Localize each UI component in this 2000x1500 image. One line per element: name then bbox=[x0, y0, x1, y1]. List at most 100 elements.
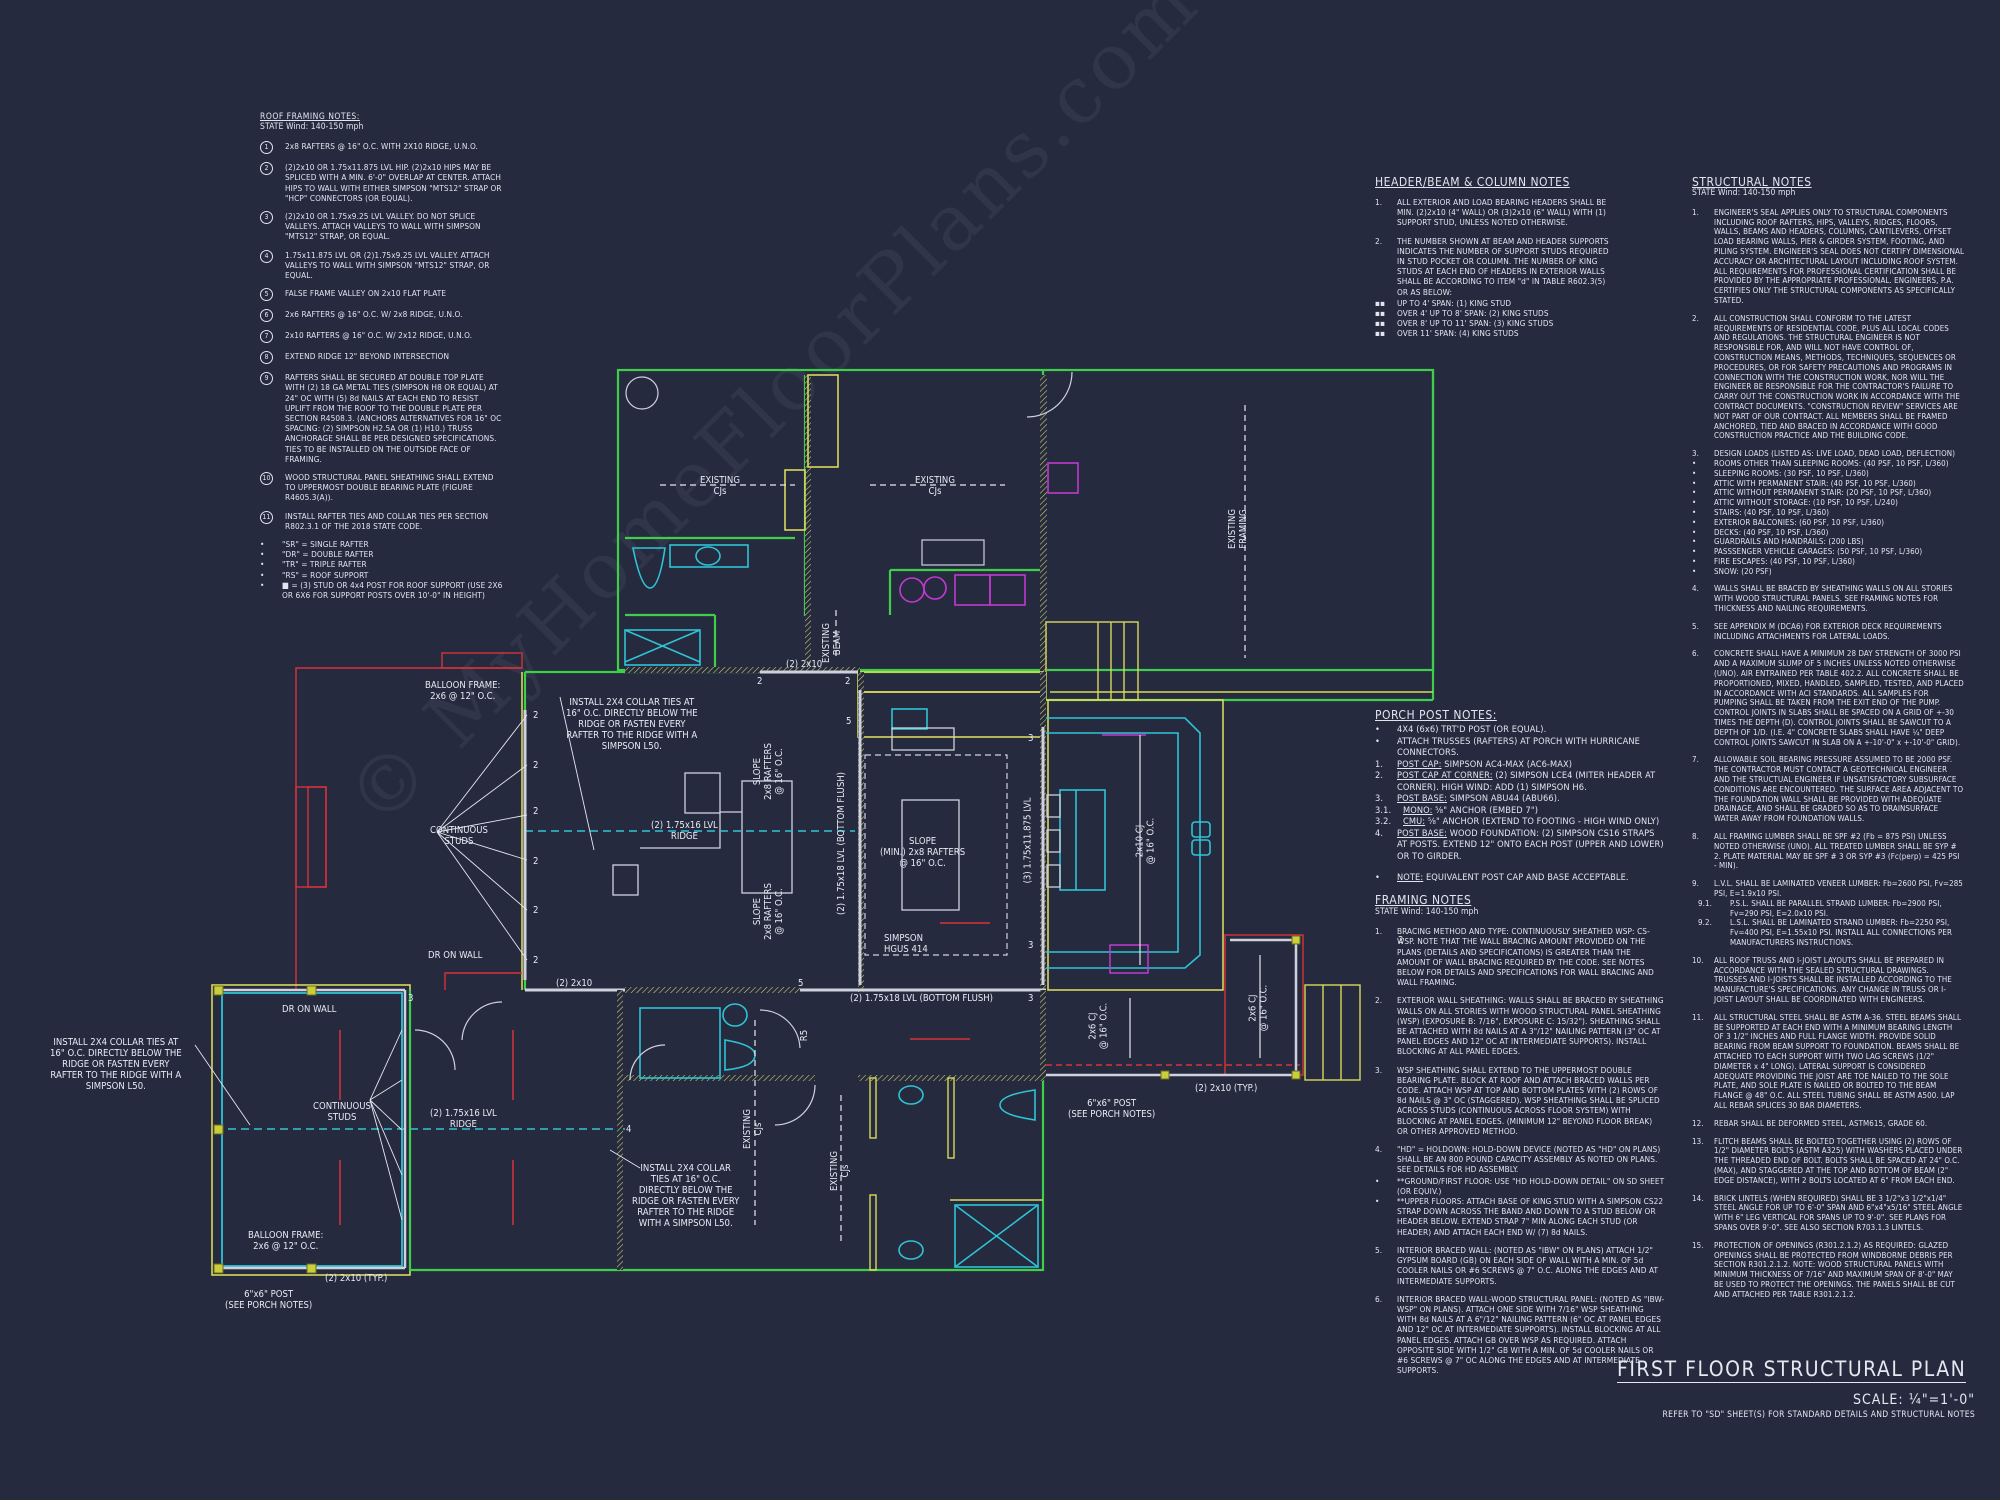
structural-note-5: SEE APPENDIX M (DCA6) FOR EXTERIOR DECK … bbox=[1714, 621, 1942, 641]
structural-note-9: L.V.L. SHALL BE LAMINATED VENEER LUMBER:… bbox=[1714, 879, 1963, 898]
label-r5: R5 bbox=[799, 1029, 811, 1042]
note-number: 12. bbox=[1692, 1118, 1704, 1128]
note-number: 5. bbox=[1692, 621, 1699, 631]
roof-note-3: (2)2x10 OR 1.75x9.25 LVL VALLEY. DO NOT … bbox=[285, 211, 481, 242]
porch-text: WOOD FOUNDATION: (2) SIMPSON CS16 STRAPS… bbox=[1397, 827, 1664, 862]
framing-note-5: INTERIOR BRACED WALL: (NOTED AS "IBW" ON… bbox=[1397, 1244, 1659, 1286]
porch-label: POST CAP AT CORNER: bbox=[1397, 770, 1493, 781]
porch-bullet: ATTACH TRUSSES (RAFTERS) AT PORCH WITH H… bbox=[1397, 735, 1640, 759]
design-load: SNOW: (20 PSF) bbox=[1714, 566, 1772, 576]
label-balloon-frame-lower: BALLOON FRAME: 2x6 @ 12" O.C. bbox=[248, 1230, 324, 1252]
note-number: 7 bbox=[260, 330, 273, 344]
header-beam-notes: HEADER/BEAM & COLUMN NOTES 1.ALL EXTERIO… bbox=[1375, 175, 1609, 339]
roof-note-5: FALSE FRAME VALLEY ON 2x10 FLAT PLATE bbox=[285, 288, 447, 299]
note-number: 1. bbox=[1375, 926, 1383, 937]
stud-count: 5 bbox=[846, 716, 852, 727]
design-load: PASSSENGER VEHICLE GARAGES: (50 PSF, 10 … bbox=[1714, 547, 1923, 557]
stud-count: 4 bbox=[626, 1124, 632, 1135]
stud-count: 2 bbox=[533, 806, 539, 817]
label-lvl-3-11875: (3) 1.75x11.875 LVL bbox=[1022, 797, 1034, 884]
framing-note-3: WSP SHEATHING SHALL EXTEND TO THE UPPERM… bbox=[1397, 1064, 1660, 1136]
roof-note-7: 2x10 RAFTERS @ 16" O.C. W/ 2x12 RIDGE, U… bbox=[285, 330, 473, 341]
porch-text: SIMPSON ABU44 (ABU66). bbox=[1447, 793, 1560, 804]
framing-bullet: **UPPER FLOORS: ATTACH BASE OF KING STUD… bbox=[1397, 1196, 1664, 1237]
note-number: 9.2. bbox=[1698, 918, 1712, 928]
label-cj-2x6-right: 2x6 CJ @ 16" O.C. bbox=[1247, 984, 1270, 1032]
roof-note-6: 2x6 RAFTERS @ 16" O.C. W/ 2x8 RIDGE, U.N… bbox=[285, 309, 463, 320]
stud-count: 2 bbox=[533, 955, 539, 966]
label-header-2x10-top: (2) 2x10 bbox=[786, 659, 823, 670]
label-existing-beam: EXISTING BEAM bbox=[820, 623, 843, 663]
label-header-2x10-mid: (2) 2x10 bbox=[556, 978, 593, 989]
label-dr-on-wall-lower: DR ON WALL bbox=[282, 1004, 337, 1015]
framing-note-1: BRACING METHOD AND TYPE: CONTINUOUSLY SH… bbox=[1397, 926, 1654, 988]
note-number: 9 bbox=[260, 372, 273, 386]
stud-count: 3 bbox=[1028, 733, 1034, 744]
note-number: 8 bbox=[260, 351, 273, 365]
span-row: OVER 11' SPAN: (4) KING STUDS bbox=[1397, 328, 1519, 339]
note-number: 11. bbox=[1692, 1012, 1704, 1022]
stud-count: 2 bbox=[845, 676, 851, 687]
label-collar-ties-narrow: INSTALL 2X4 COLLAR TIES AT 16" O.C. DIRE… bbox=[632, 1163, 740, 1229]
framing-notes-subtitle: STATE Wind: 140-150 mph bbox=[1375, 907, 1479, 917]
stud-count: 2 bbox=[533, 710, 539, 721]
design-load: FIRE ESCAPES: (40 PSF, 10 PSF, L/360) bbox=[1714, 556, 1856, 566]
roof-note-2: (2)2x10 OR 1.75x11.875 LVL HIP. (2)2x10 … bbox=[285, 162, 502, 203]
roof-note-8: EXTEND RIDGE 12" BEYOND INTERSECTION bbox=[285, 351, 450, 362]
label-simpson-hgus: SIMPSON HGUS 414 bbox=[884, 933, 928, 955]
roof-note-11: INSTALL RAFTER TIES AND COLLAR TIES PER … bbox=[285, 510, 489, 531]
structural-note-14: BRICK LINTELS (WHEN REQUIRED) SHALL BE 3… bbox=[1714, 1193, 1963, 1232]
porch-notes-title: PORCH POST NOTES: bbox=[1375, 708, 1497, 722]
porch-text: SIMPSON AC4-MAX (AC6-MAX) bbox=[1441, 758, 1573, 770]
framing-note-4: "HD" = HOLDOWN: HOLD-DOWN DEVICE (NOTED … bbox=[1397, 1144, 1661, 1175]
label-slope-rafters-2: SLOPE 2x8 RAFTERS @ 16" O.C. bbox=[751, 883, 785, 940]
structural-note-9-2: L.S.L. SHALL BE LAMINATED STRAND LUMBER:… bbox=[1730, 918, 1952, 947]
note-number: 6. bbox=[1692, 649, 1699, 659]
note-number: 3 bbox=[260, 211, 273, 225]
note-number: 15. bbox=[1692, 1240, 1704, 1250]
porch-bullet: 4X4 (6x6) TRT'D POST (OR EQUAL). bbox=[1397, 724, 1547, 735]
legend-rs: "RS" = ROOF SUPPORT bbox=[282, 569, 369, 580]
note-number: 3.2. bbox=[1375, 816, 1392, 827]
label-header-typ-right: (2) 2x10 (TYP.) bbox=[1195, 1083, 1258, 1094]
label-existing-cjs-3: EXISTING CJs bbox=[741, 1109, 764, 1149]
porch-label: POST BASE: bbox=[1397, 827, 1447, 839]
structural-note-15: PROTECTION OF OPENINGS (R301.2.1.2) AS R… bbox=[1714, 1240, 1955, 1299]
note-number: 13. bbox=[1692, 1136, 1704, 1146]
design-load: SLEEPING ROOMS: (30 PSF, 10 PSF, L/360) bbox=[1714, 468, 1869, 478]
note-number: 11 bbox=[260, 510, 273, 524]
note-number: 2 bbox=[260, 162, 273, 176]
design-load: ATTIC WITH PERMANENT STAIR: (40 PSF, 10 … bbox=[1714, 478, 1916, 488]
stud-count: 3 bbox=[1028, 940, 1034, 951]
stud-count: 2 bbox=[533, 905, 539, 916]
note-number: 3. bbox=[1375, 1064, 1383, 1075]
note-number: 9.1. bbox=[1698, 898, 1712, 908]
porch-text: ⅝" ANCHOR (EXTEND TO FOOTING - HIGH WIND… bbox=[1425, 816, 1660, 827]
design-load: ROOMS OTHER THAN SLEEPING ROOMS: (40 PSF… bbox=[1714, 458, 1949, 468]
structural-note-10: ALL ROOF TRUSS AND I-JOIST LAYOUTS SHALL… bbox=[1714, 955, 1952, 1004]
structural-note-2: ALL CONSTRUCTION SHALL CONFORM TO THE LA… bbox=[1714, 313, 1960, 441]
framing-note-6: INTERIOR BRACED WALL-WOOD STRUCTURAL PAN… bbox=[1397, 1293, 1665, 1376]
label-continuous-studs-lower: CONTINUOUS STUDS bbox=[313, 1101, 371, 1123]
legend-post: ■ = (3) STUD OR 4x4 POST FOR ROOF SUPPOR… bbox=[282, 579, 503, 601]
framing-notes: FRAMING NOTES STATE Wind: 140-150 mph 1.… bbox=[1375, 893, 1665, 1376]
note-number: 2. bbox=[1375, 770, 1384, 781]
roof-note-10: WOOD STRUCTURAL PANEL SHEATHING SHALL EX… bbox=[285, 472, 494, 503]
structural-notes: STRUCTURAL NOTES STATE Wind: 140-150 mph… bbox=[1692, 175, 1965, 1299]
structural-notes-title: STRUCTURAL NOTES bbox=[1692, 175, 1812, 189]
span-row: OVER 8' UP TO 11' SPAN: (3) KING STUDS bbox=[1397, 318, 1554, 329]
legend-sr: "SR" = SINGLE RAFTER bbox=[282, 539, 369, 550]
porch-note-label: NOTE: bbox=[1397, 872, 1424, 883]
design-load: DECKS: (40 PSF, 10 PSF, L/360) bbox=[1714, 527, 1829, 537]
note-number: 4. bbox=[1375, 1144, 1383, 1155]
label-continuous-studs-upper: CONTINUOUS STUDS bbox=[430, 825, 488, 847]
design-load: GUARDRAILS AND HANDRAILS: (200 LBS) bbox=[1714, 537, 1864, 547]
sheet-refer-note: REFER TO "SD" SHEET(S) FOR STANDARD DETA… bbox=[1662, 1410, 1975, 1420]
note-number: 1. bbox=[1375, 758, 1384, 770]
note-number: 3. bbox=[1692, 449, 1699, 459]
note-number: 3. bbox=[1375, 793, 1384, 804]
legend-dr: "DR" = DOUBLE RAFTER bbox=[282, 549, 374, 560]
porch-post-notes: PORCH POST NOTES: •4X4 (6x6) TRT'D POST … bbox=[1375, 708, 1664, 883]
note-number: 6. bbox=[1375, 1293, 1383, 1304]
